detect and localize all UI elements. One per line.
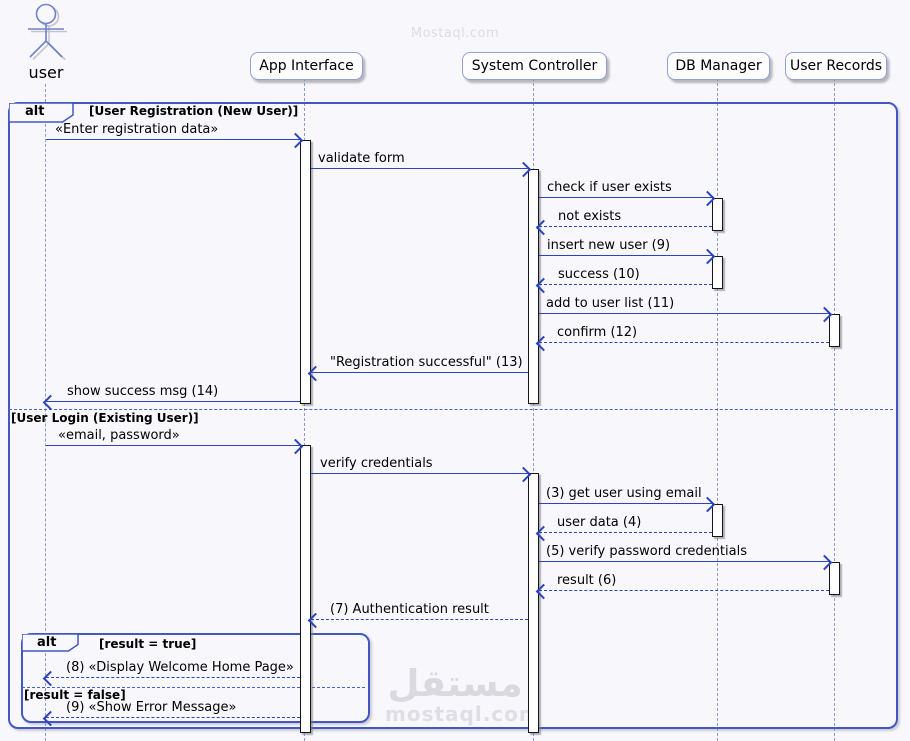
activation-db-insert: [712, 256, 723, 289]
sequence-message: add to user list (11): [539, 294, 833, 322]
alt-condition-result-true: [result = true]: [99, 637, 197, 651]
message-label: show success msg (14): [67, 384, 219, 399]
watermark-site: mostaql.com: [385, 702, 541, 726]
message-label: (7) Authentication result: [330, 602, 489, 617]
sequence-message: user data (4): [535, 513, 712, 541]
sequence-message: confirm (12): [535, 323, 829, 351]
actor-label: user: [28, 63, 64, 82]
alt-outer-divider: [9, 409, 893, 410]
lifeline-user: [45, 84, 46, 741]
message-label: (9) «Show Error Message»: [66, 700, 237, 715]
sequence-message: (3) get user using email: [539, 484, 716, 512]
sequence-message: verify credentials: [311, 454, 532, 482]
participant-app-interface: App Interface: [250, 52, 363, 80]
sequence-message: validate form: [311, 149, 532, 177]
sequence-message: insert new user (9): [539, 236, 716, 264]
participant-db-manager: DB Manager: [667, 52, 770, 80]
message-label: insert new user (9): [547, 238, 671, 253]
sequence-message: "Registration successful" (13): [307, 353, 528, 381]
message-label: add to user list (11): [546, 296, 675, 311]
sequence-message: not exists: [535, 207, 712, 235]
message-label: "Registration successful" (13): [330, 355, 523, 370]
message-label: «Enter registration data»: [55, 122, 219, 137]
alt-frame-outer: [8, 102, 898, 729]
message-label: validate form: [318, 151, 405, 166]
alt-frame-inner: [21, 633, 370, 723]
activation-sys-registration: [528, 169, 539, 404]
alt-operator-inner: alt: [37, 635, 57, 650]
sequence-message: (9) «Show Error Message»: [42, 698, 300, 726]
sequence-message: check if user exists: [539, 178, 716, 206]
sequence-message: «email, password»: [46, 426, 304, 454]
message-label: check if user exists: [547, 180, 672, 195]
activation-sys-login: [528, 473, 539, 733]
watermark-logo: مستقل: [387, 662, 523, 705]
activation-db-getuser: [712, 504, 723, 537]
sequence-message: show success msg (14): [42, 382, 300, 410]
sequence-message: result (6): [535, 571, 829, 599]
message-label: result (6): [557, 573, 617, 588]
participant-user-records: User Records: [785, 52, 887, 80]
message-label: verify credentials: [320, 456, 433, 471]
watermark-top: Mostaql.com: [410, 26, 500, 41]
message-label: (8) «Display Welcome Home Page»: [66, 660, 294, 675]
activation-db-check: [712, 198, 723, 231]
activation-app-registration: [300, 140, 311, 404]
message-label: confirm (12): [557, 325, 638, 340]
sequence-message: (7) Authentication result: [307, 600, 528, 628]
sequence-message: «Enter registration data»: [46, 120, 304, 148]
alt-operator-outer: alt: [25, 104, 45, 119]
activation-records-verify: [829, 562, 840, 595]
activation-records-add: [829, 314, 840, 347]
sequence-message: (8) «Display Welcome Home Page»: [42, 658, 300, 686]
alt-condition-result-false: [result = false]: [24, 688, 126, 702]
message-label: (3) get user using email: [546, 486, 702, 501]
alt-frame-inner-tab: [22, 634, 79, 652]
actor-icon: [28, 3, 67, 61]
alt-frame-outer-tab: [9, 103, 74, 123]
message-label: user data (4): [557, 515, 642, 530]
message-label: not exists: [558, 209, 622, 224]
sequence-message: success (10): [535, 265, 712, 293]
alt-inner-divider: [22, 687, 365, 688]
message-label: success (10): [558, 267, 640, 282]
message-label: (5) verify password credentials: [546, 544, 747, 559]
alt-condition-registration: [User Registration (New User)]: [89, 104, 299, 118]
message-label: «email, password»: [58, 428, 180, 443]
participant-system-controller: System Controller: [462, 52, 607, 80]
alt-condition-login: [User Login (Existing User)]: [11, 411, 199, 425]
activation-app-login: [300, 445, 311, 733]
sequence-message: (5) verify password credentials: [539, 542, 833, 570]
